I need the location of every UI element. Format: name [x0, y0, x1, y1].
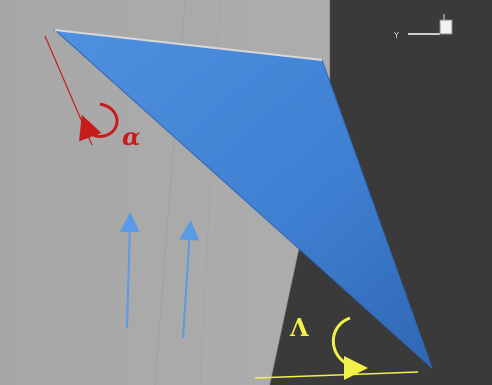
axis-triad-icon: Y: [393, 14, 453, 40]
curved-arrow-icon: [78, 102, 119, 142]
axis-y-label: Y: [393, 31, 399, 40]
curved-arrow-icon: [331, 316, 368, 380]
arrow-up-icon: [179, 220, 200, 339]
lambda-reference-line: [254, 371, 419, 379]
background-dark-region: [270, 0, 492, 385]
lambda-label: Λ: [289, 313, 309, 342]
alpha-label: α: [122, 122, 140, 151]
arrow-up-icon: [119, 212, 140, 329]
wing-root-edge-highlight: [54, 29, 323, 61]
